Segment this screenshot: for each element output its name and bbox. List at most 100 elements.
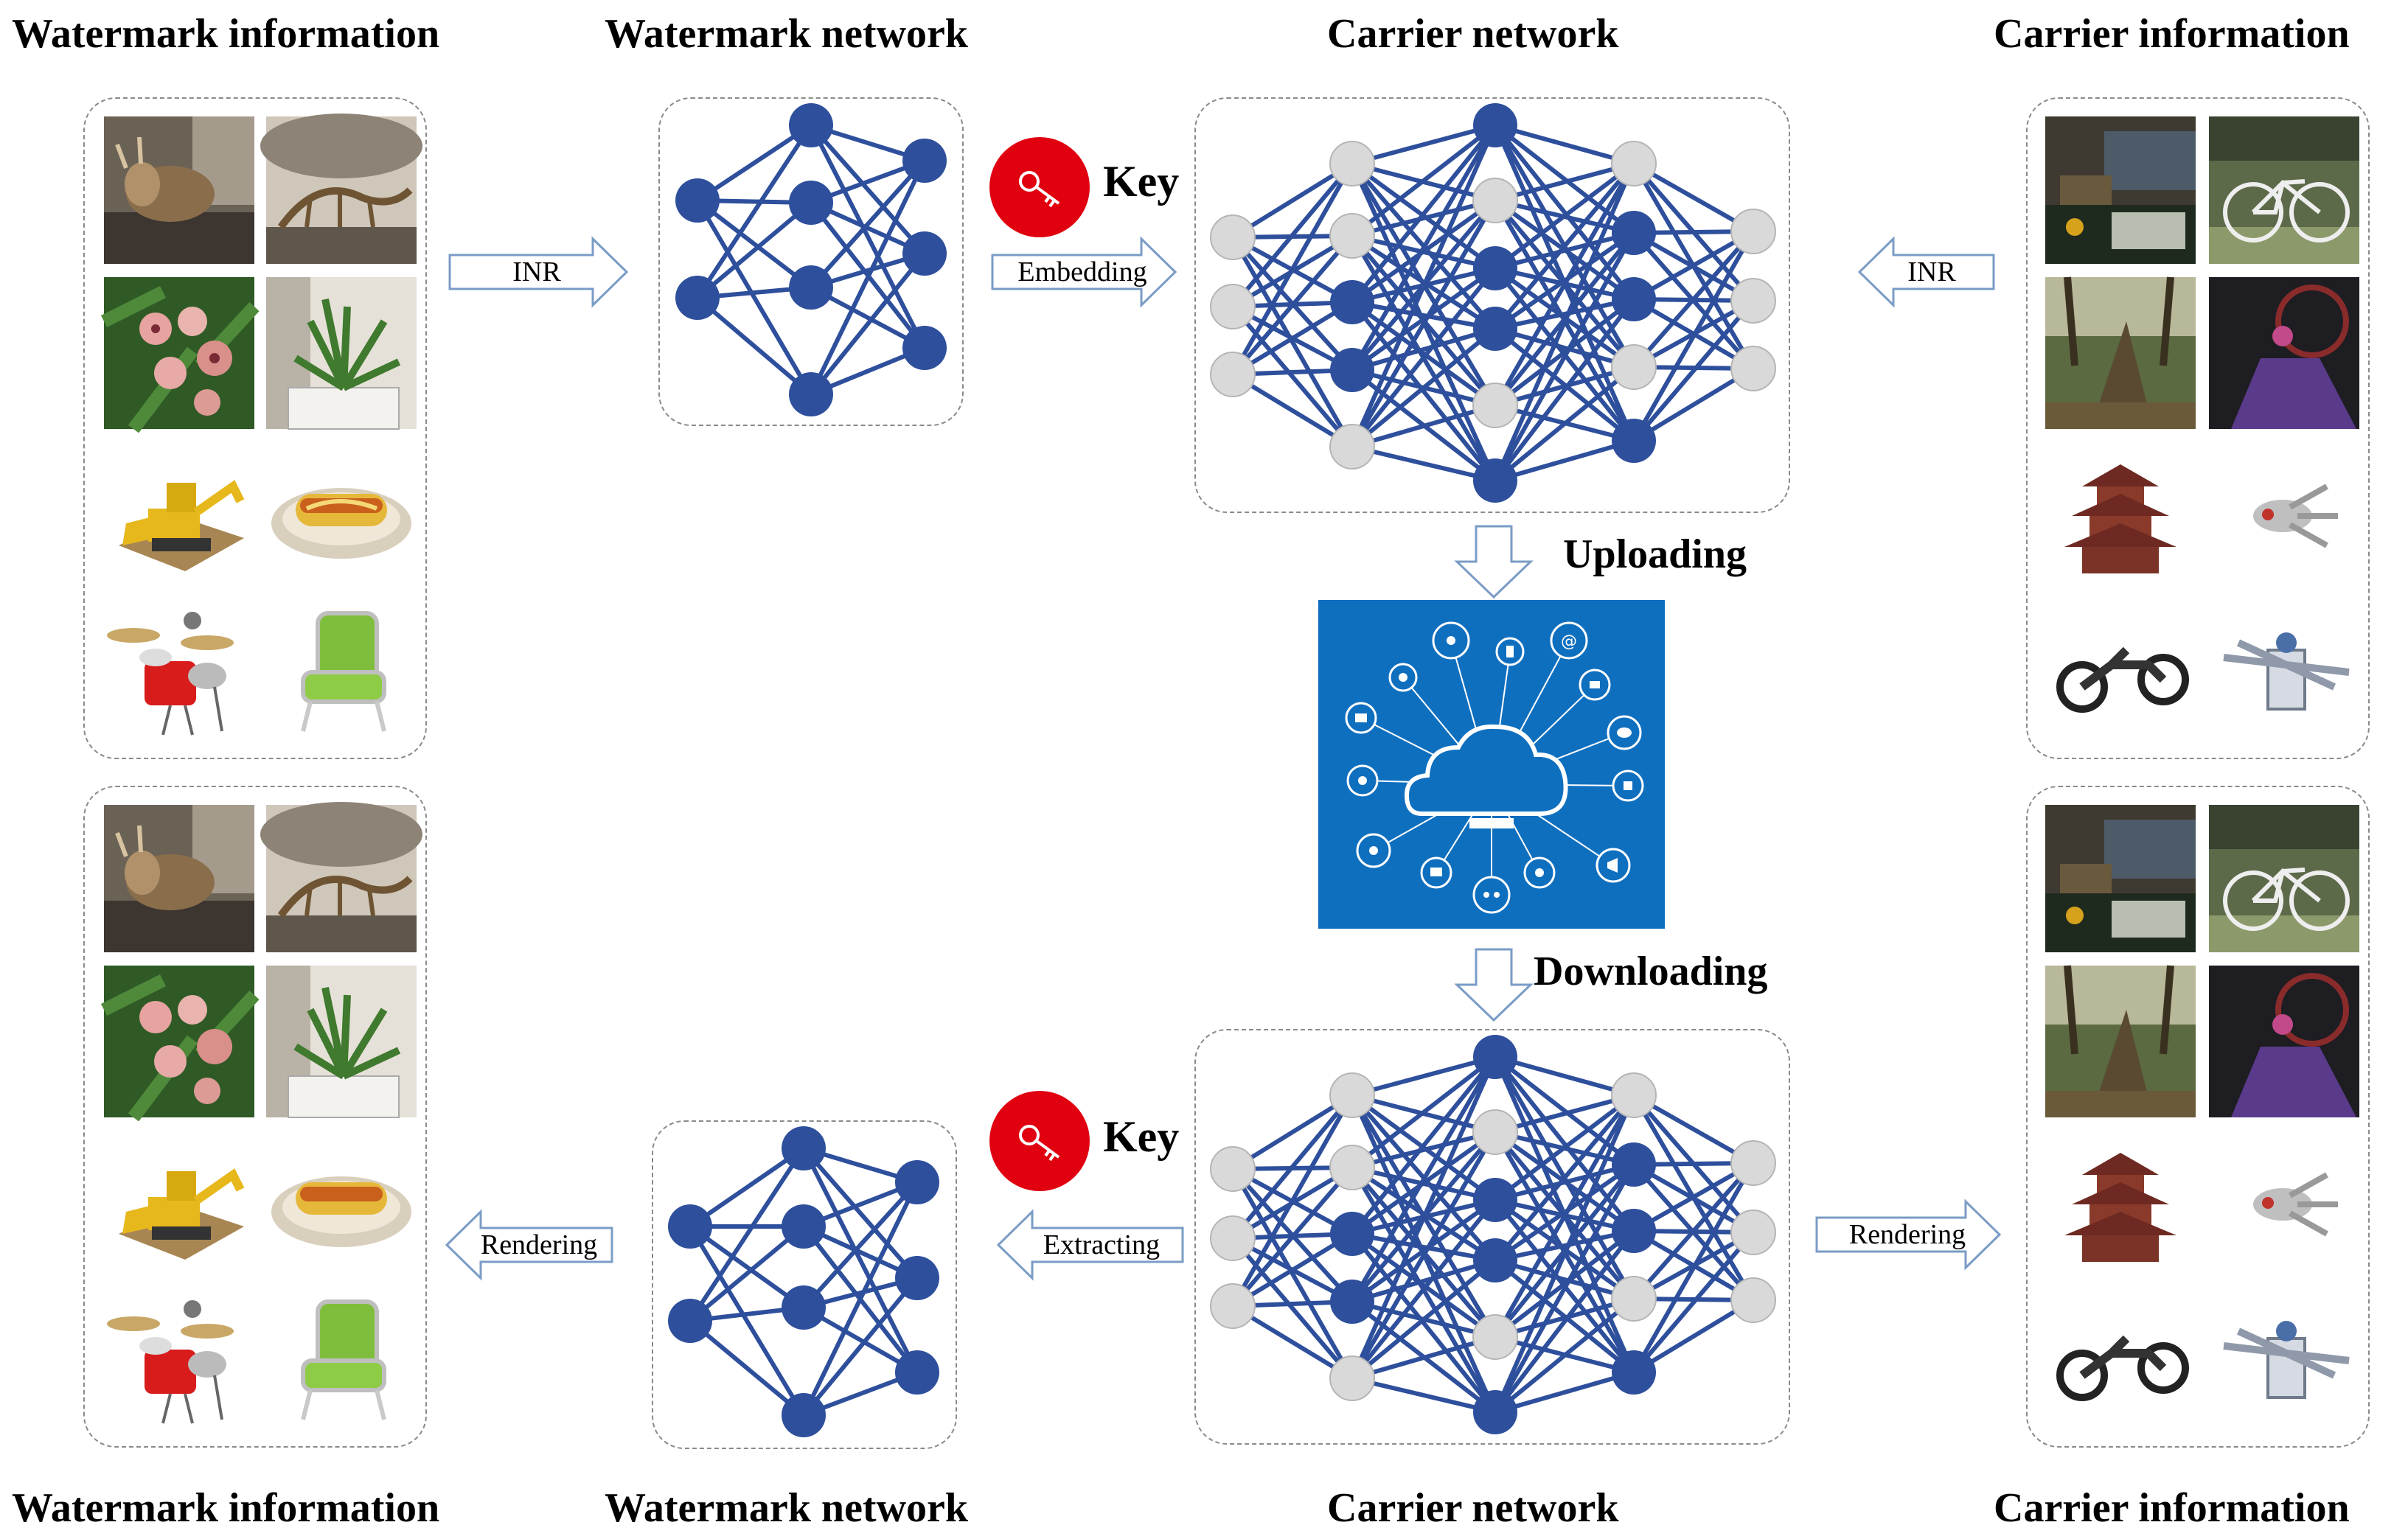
carrier-network-bottom-node [1473, 1035, 1517, 1079]
motorcycle-icon [2056, 646, 2189, 713]
network-edge [1351, 1232, 1496, 1263]
carrier-network-top-node [1473, 246, 1517, 290]
heading-watermark-information-bottom: Watermark information [12, 1485, 440, 1531]
forest-stump-icon [2045, 276, 2196, 429]
arrow-label-rendering-left: Rendering [480, 1229, 598, 1260]
network-edge [1351, 1232, 1497, 1339]
network-edge [689, 1224, 805, 1323]
carrier-network-bottom-node [1473, 1390, 1517, 1434]
carrier-network-bottom-node [1611, 1276, 1657, 1322]
carrier-network-bottom-node [1473, 1238, 1517, 1282]
network-edge [1493, 1163, 1636, 1414]
carrier-network-top-node [1730, 278, 1776, 324]
watermark-network-top-node [675, 178, 720, 223]
carrier-network-top-node [1210, 284, 1256, 329]
network-edge [696, 123, 812, 203]
network-edge [1351, 1258, 1497, 1381]
heading-carrier-information-top: Carrier information [1994, 11, 2350, 57]
carrier-network-bottom-node [1329, 1072, 1375, 1118]
bicycle-park-icon [2209, 116, 2359, 264]
spaceship-icon [2253, 1172, 2338, 1237]
carrier-network-top-node [1473, 307, 1517, 351]
watermark-network-top-node [789, 265, 833, 310]
carrier-network-bottom-node [1612, 1350, 1656, 1395]
heading-carrier-network-top: Carrier network [1327, 11, 1619, 57]
network-edge [809, 252, 927, 396]
network-edge [1494, 439, 1635, 483]
orchid-flowers-icon [100, 966, 260, 1122]
network-edge [1231, 1093, 1354, 1171]
network-edge [1350, 1055, 1497, 1235]
network-edge [1351, 1055, 1496, 1097]
key-label-bottom: Key [1103, 1112, 1180, 1161]
network-edge [1494, 123, 1635, 166]
heading-watermark-information-top: Watermark information [12, 11, 440, 57]
network-edge [1351, 300, 1496, 331]
network-edge [801, 1180, 919, 1310]
hotdog-plate-icon [271, 488, 411, 559]
network-edge [1231, 1237, 1354, 1380]
network-edge [1494, 1093, 1635, 1202]
arrow-down-uploading [1454, 525, 1534, 599]
carrier-network-bottom-node [1472, 1314, 1518, 1360]
network-edge [1231, 372, 1354, 449]
network-edge [1351, 123, 1496, 166]
network-edge [1231, 161, 1354, 240]
network-edge [1493, 162, 1636, 330]
carrier-network-bottom-node [1612, 1209, 1656, 1253]
network-edge [1632, 299, 1755, 442]
watermark-network-top-node [902, 326, 947, 370]
watermark-network-top-node [789, 181, 833, 225]
carrier-network-top-node [1612, 277, 1656, 321]
network-edge [1632, 1231, 1755, 1374]
network-edge [1494, 1297, 1635, 1339]
arrow-left-inr [1857, 236, 1995, 308]
network-edge [801, 1181, 919, 1417]
carrier-network-bottom-node [1730, 1210, 1776, 1255]
carrier-network-top-node [1612, 419, 1656, 463]
network-edge [1350, 124, 1497, 304]
network-edge [1231, 1232, 1354, 1308]
network-edge [809, 124, 927, 349]
network-edge [1351, 1376, 1496, 1414]
network-edge [1494, 297, 1635, 331]
pagoda-tower-icon [2064, 1153, 2176, 1262]
key-icon [989, 1091, 1090, 1191]
network-edge [1494, 1229, 1635, 1263]
network-edge [1350, 1055, 1497, 1380]
network-edge [1494, 327, 1635, 369]
network-edge [688, 1225, 806, 1417]
green-armchair-icon [301, 611, 386, 732]
network-edge [1231, 300, 1354, 377]
arrow-label-inr-right: INR [1907, 256, 1956, 287]
carrier-network-bottom-node [1329, 1145, 1375, 1190]
lego-bulldozer-icon [119, 480, 245, 571]
network-edge [1350, 1198, 1497, 1380]
living-room-icon [2045, 116, 2196, 264]
network-edge [1632, 229, 1755, 301]
watermark-network-top-node [789, 103, 833, 147]
network-edge [1632, 1162, 1755, 1374]
watermark-network-top-node [902, 139, 947, 183]
network-edge [1351, 1130, 1496, 1170]
network-edge [1351, 1198, 1497, 1304]
watermark-network-top-node [789, 372, 833, 416]
network-edge [1493, 1094, 1636, 1414]
network-edge [1350, 124, 1497, 448]
network-edge [1493, 162, 1636, 482]
robot-ship-icon [2223, 1321, 2350, 1399]
network-edge [1351, 1055, 1497, 1170]
watermark-network-bottom-node [782, 1285, 826, 1330]
network-edge [1351, 300, 1497, 408]
key-icon [989, 137, 1090, 237]
forest-stump-icon [2045, 965, 2196, 1117]
watermark-network-bottom-node [668, 1299, 712, 1343]
lego-bulldozer-icon [119, 1168, 245, 1260]
network-edge [1494, 365, 1635, 408]
orchid-flowers-icon [100, 277, 260, 433]
heading-watermark-network-bottom: Watermark network [605, 1485, 969, 1531]
carrier-images-panel-top [2026, 97, 2370, 759]
network-edge [1351, 266, 1497, 372]
carrier-network-top-node [1611, 141, 1657, 186]
